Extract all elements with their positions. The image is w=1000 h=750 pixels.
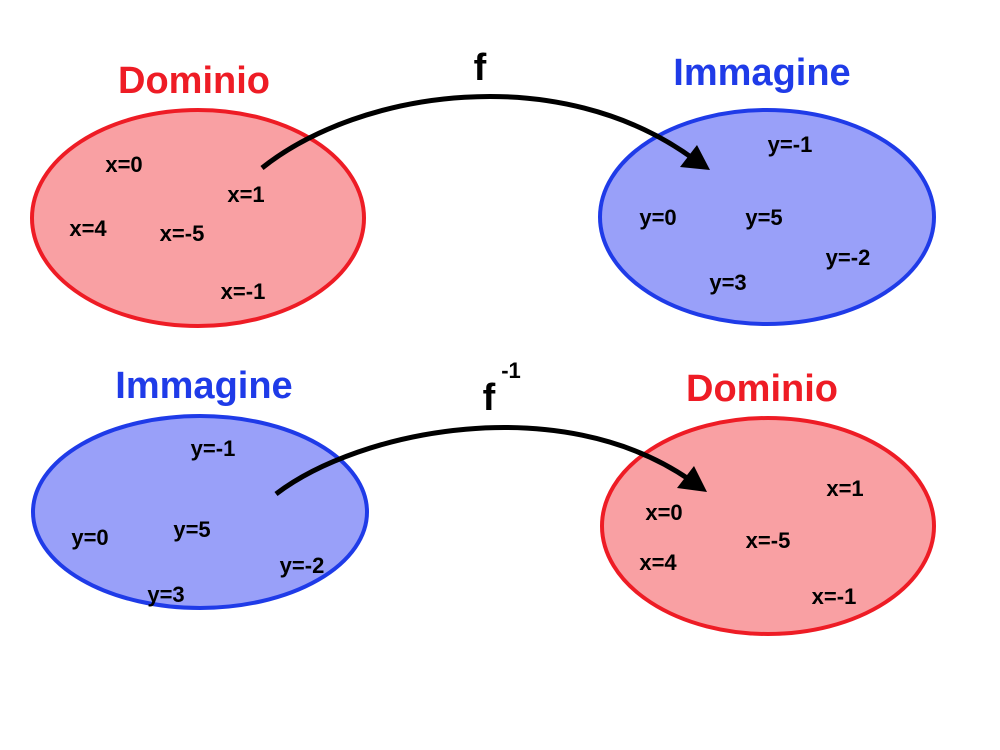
bottom-domain-title: Dominio xyxy=(686,368,838,410)
top-domain-set xyxy=(30,108,366,328)
bottom-image-set xyxy=(31,414,369,610)
bottom-domain-element: x=-5 xyxy=(746,528,791,553)
bottom-function-label: f xyxy=(483,377,496,419)
bottom-mapping: Immagine y=-1 y=0 y=5 y=-2 y=3 Dominio x… xyxy=(31,358,936,636)
bottom-image-element: y=0 xyxy=(71,525,108,550)
bottom-image-element: y=-1 xyxy=(191,436,236,461)
bottom-image-element: y=-2 xyxy=(280,553,325,578)
bottom-image-element: y=5 xyxy=(173,517,210,542)
top-domain-element: x=-5 xyxy=(160,221,205,246)
top-function-label: f xyxy=(474,47,487,89)
bottom-image-title: Immagine xyxy=(115,365,292,407)
top-arrowhead-icon xyxy=(680,145,710,170)
bottom-domain-set xyxy=(600,416,936,636)
top-image-element: y=3 xyxy=(709,270,746,295)
top-domain-element: x=4 xyxy=(69,216,107,241)
top-domain-element: x=1 xyxy=(227,182,264,207)
bottom-domain-element: x=4 xyxy=(639,550,677,575)
bottom-image-element: y=3 xyxy=(147,582,184,607)
top-image-element: y=0 xyxy=(639,205,676,230)
top-domain-title: Dominio xyxy=(118,60,270,102)
bottom-domain-element: x=-1 xyxy=(812,584,857,609)
top-mapping-arrow xyxy=(260,94,697,170)
bottom-domain-element: x=0 xyxy=(645,500,682,525)
top-image-title: Immagine xyxy=(673,52,850,94)
top-image-element: y=5 xyxy=(745,205,782,230)
top-mapping: Dominio x=0 x=1 x=4 x=-5 x=-1 Immagine y… xyxy=(30,47,936,328)
top-domain-element: x=0 xyxy=(105,152,142,177)
top-domain-element: x=-1 xyxy=(221,279,266,304)
bottom-function-superscript: -1 xyxy=(501,358,521,383)
top-image-element: y=-2 xyxy=(826,245,871,270)
top-image-element: y=-1 xyxy=(768,132,813,157)
bottom-arrowhead-icon xyxy=(677,466,707,492)
bottom-domain-element: x=1 xyxy=(826,476,863,501)
bottom-mapping-arrow xyxy=(274,425,692,496)
